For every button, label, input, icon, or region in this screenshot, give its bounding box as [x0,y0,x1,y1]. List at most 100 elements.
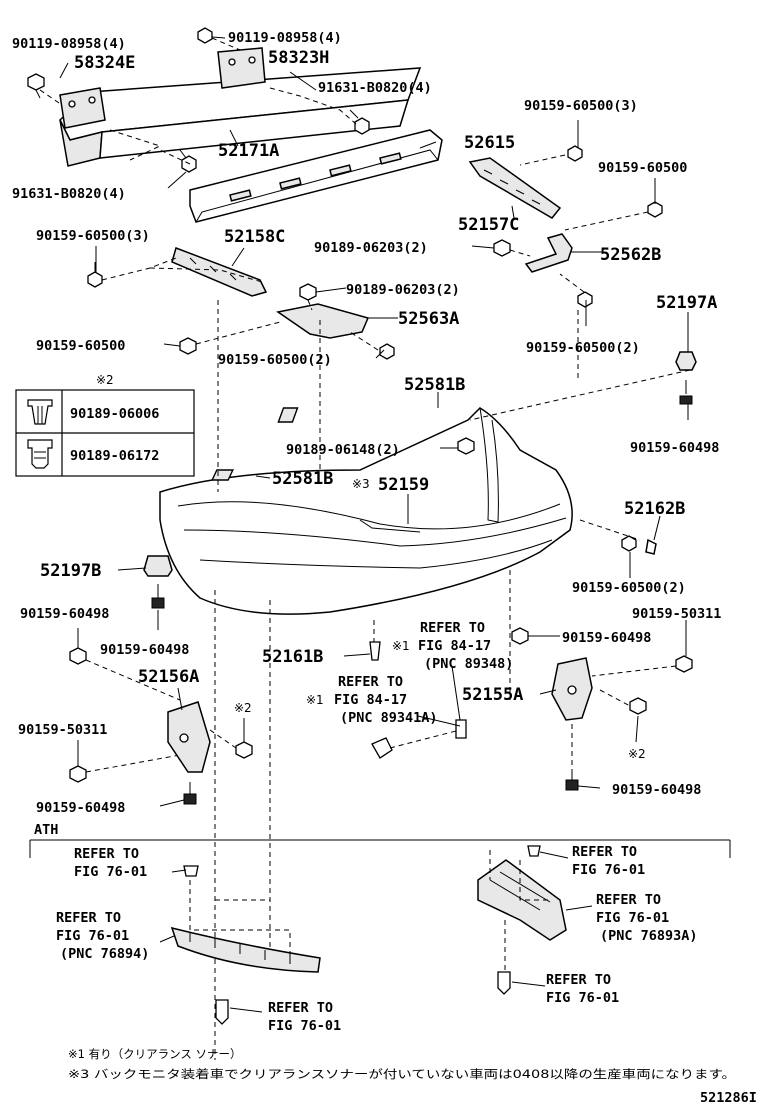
clip-refer-r5 [215,999,229,1025]
bolt-91631-left [179,149,197,173]
clip-mark2-left [235,741,253,759]
legend-table [15,389,195,477]
label-90159-50311-b: 90159-50311 [18,722,107,738]
refer-r3: REFER TO FIG 76-01 [74,846,147,880]
svg-text:FIG 76-01: FIG 76-01 [546,990,619,1006]
label-52159: 52159 [378,475,429,495]
svg-text:(PNC 89341A): (PNC 89341A) [340,710,438,726]
bolt-90119-top [197,27,213,44]
bolt-90119-left [27,73,45,99]
label-90159-60500-2b: 90159-60500(2) [526,340,640,356]
svg-text:FIG 76-01: FIG 76-01 [56,928,129,944]
refer-r5: REFER TO FIG 76-01 [268,1000,341,1034]
label-90159-60498-a: 90159-60498 [630,440,719,456]
clip-mark2-right [629,697,647,715]
label-52563a: 52563A [398,309,459,329]
label-91631-b0820-a: 91631-B0820(4) [318,80,432,96]
bolt-90159-60498-e [511,627,529,645]
clip-90189-06148 [457,437,475,455]
svg-text:FIG 76-01: FIG 76-01 [74,864,147,880]
bolt-90159-60498-b [151,584,165,609]
refer-r4: REFER TO FIG 76-01 (PNC 76894) [56,910,149,962]
bolt-90159-60500-2a [577,291,593,308]
bracket-52156a [167,701,211,773]
refer-r6: REFER TO FIG 76-01 [572,844,645,878]
svg-text:REFER TO: REFER TO [596,892,661,908]
label-mark2-left: ※2 [234,701,252,715]
clip-90189-06203-b [299,283,317,301]
label-90189-06203-b: 90189-06203(2) [346,282,460,298]
bolt-90159-60500-3b [87,262,103,288]
refer-r7: REFER TO FIG 76-01 (PNC 76893A) [596,892,698,944]
legend-text: ※2 90189-06006 90189-06172 [70,373,159,464]
label-52161b: 52161B [262,647,323,667]
svg-text:REFER TO: REFER TO [338,674,403,690]
svg-text:REFER TO: REFER TO [546,972,611,988]
clip-icon [27,399,53,425]
grommet-icon [27,439,53,469]
bolt-90159-60500-a [647,201,663,218]
clip-refer-r6 [527,845,541,857]
svg-text:(PNC 76893A): (PNC 76893A) [600,928,698,944]
note-3: ※3 バックモニタ装着車でクリアランスソナーが付いていない車両は0408以降の生… [68,1067,736,1081]
label-90159-60500-b: 90159-60500 [36,338,125,354]
leader-lines [59,36,689,1013]
clip-90189-06203-a [493,239,511,257]
label-90119-08958-b: 90119-08958(4) [228,30,342,46]
refer-r8: REFER TO FIG 76-01 [546,972,619,1006]
svg-text:REFER TO: REFER TO [268,1000,333,1016]
label-90159-60498-e: 90159-60498 [36,800,125,816]
svg-text:(PNC 89348): (PNC 89348) [424,656,513,672]
label-90159-60500-2a: 90159-60500(2) [218,352,332,368]
label-52155a: 52155A [462,685,523,705]
pad-52581b-a [277,407,299,423]
svg-text:FIG 76-01: FIG 76-01 [572,862,645,878]
bolt-90159-60500-3a [567,145,583,162]
label-52562b: 52562B [600,245,661,265]
plate-58323h [217,47,266,89]
bracket-52155a [551,657,593,721]
svg-text:REFER TO: REFER TO [56,910,121,926]
sensor-89348 [455,719,467,739]
retainer-52197a [675,351,697,371]
label-90159-60500-3a: 90159-60500(3) [524,98,638,114]
svg-text:REFER TO: REFER TO [420,620,485,636]
sensor-89341a [371,737,393,759]
reinforcement-52171a [59,67,422,167]
label-mark3: ※3 [352,477,370,491]
label-90189-06148: 90189-06148(2) [286,442,400,458]
clip-refer-r3 [183,865,199,877]
bolt-90159-50311-a [69,765,87,783]
retainer-52157c [468,157,562,219]
label-52158c: 52158C [224,227,285,247]
legend-part-1: 90189-06006 [70,406,159,422]
mark1-a: ※1 [392,639,410,653]
bolt-90159-60498-f [565,770,579,791]
note-1: ※1 有り（クリアランス ソナー） [68,1047,242,1061]
retainer-52563a [276,303,370,339]
label-52581b-b: 52581B [272,469,333,489]
label-91631-b0820-b: 91631-B0820(4) [12,186,126,202]
label-52197a: 52197A [656,293,717,313]
svg-text:REFER TO: REFER TO [74,846,139,862]
refer-r1: REFER TO ※1 FIG 84-17 (PNC 89348) [392,620,513,672]
label-90159-60498-f: 90159-60498 [612,782,701,798]
label-52156a: 52156A [138,667,199,687]
retainer-52162b [645,538,657,555]
label-52581b-a: 52581B [404,375,465,395]
label-mark2-right: ※2 [628,747,646,761]
plate-58324e [59,87,106,129]
section-label-ath: ATH [34,822,58,838]
bolt-91631-right [349,109,370,135]
label-90159-60498-d: 90159-60498 [100,642,189,658]
label-90159-60498-c: 90159-60498 [562,630,651,646]
part-labels: 90119-08958(4) 58324E 90119-08958(4) 583… [12,30,721,816]
label-52157c: 52157C [458,215,519,235]
clip-52161b [369,641,381,661]
bolt-90159-50311-b [675,655,693,673]
svg-text:FIG 76-01: FIG 76-01 [596,910,669,926]
retainer-52158c [171,247,268,297]
label-90159-60498-b: 90159-60498 [20,606,109,622]
spoiler-76894 [170,926,321,973]
